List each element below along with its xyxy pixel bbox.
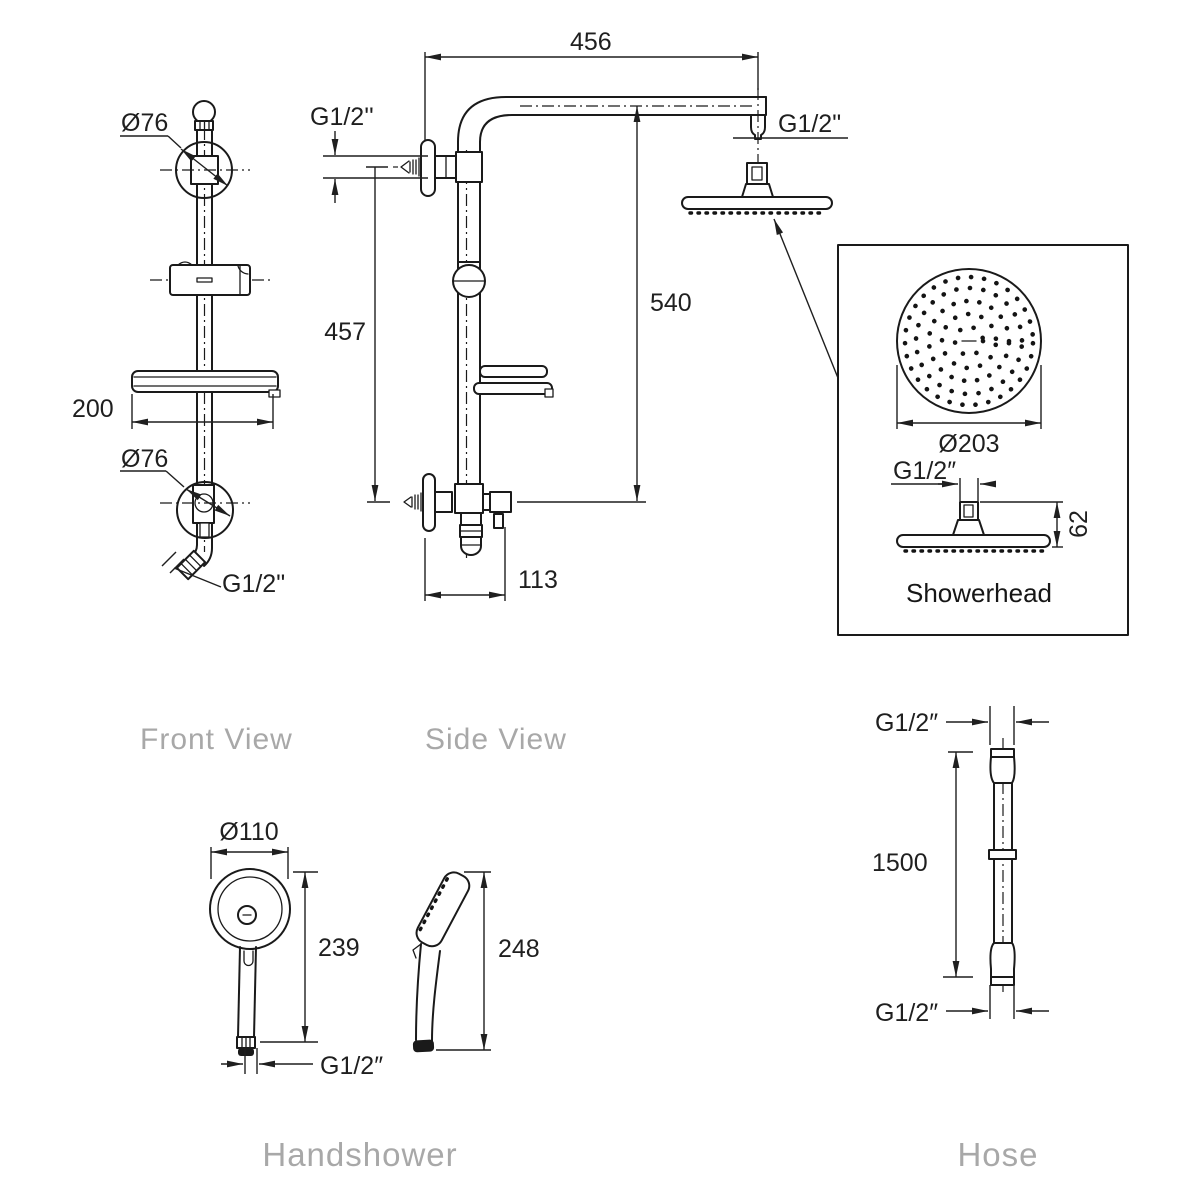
showerhead-height-label: 62 [1065, 510, 1093, 538]
hose-top-fitting [990, 748, 1015, 758]
diverter-assembly [403, 473, 512, 556]
wall-bracket-top-side [393, 139, 483, 197]
hose-mid-coupling [988, 849, 1017, 860]
hose-length-label: 1500 [872, 849, 928, 877]
handshower-caption: Handshower [262, 1136, 457, 1173]
rail-height-label: 457 [324, 318, 366, 346]
arm-length-label: 456 [570, 28, 612, 56]
hose-caption: Hose [957, 1136, 1038, 1173]
wall-thread-label: G1/2'' [310, 103, 374, 131]
handshower-front-height-label: 239 [318, 934, 360, 962]
front-dia-bottom-label: Ø76 [121, 445, 168, 473]
showerhead-caption: Showerhead [906, 578, 1052, 608]
showerhead-face [896, 268, 1042, 414]
hose-drawing: G1/2″ 1500 G1/2″ [872, 706, 1049, 1027]
handshower-diameter-label: Ø110 [219, 818, 278, 846]
side-view-title: Side View [425, 723, 567, 756]
hose-bottom-fitting [989, 942, 1016, 978]
showerhead-side-drawing [681, 162, 839, 379]
showerhead-diameter-label: Ø203 [938, 430, 999, 458]
showerhead-thread-label: G1/2″ [893, 457, 956, 485]
detail-box-frame [837, 244, 1129, 636]
soap-shelf [131, 370, 281, 398]
wall-mount-bottom [176, 481, 234, 539]
front-dia-top-label: Ø76 [121, 109, 168, 137]
soap-shelf-side [473, 365, 554, 398]
rail-top-knob [192, 100, 216, 124]
front-view-drawing: Ø76 Ø76 200 G1/2" Front View [72, 100, 293, 756]
slider-bracket [150, 261, 272, 296]
handshower-face [209, 868, 291, 950]
head-drop-label: 540 [650, 289, 692, 317]
side-view-drawing: 456 G1/2'' G1/2" 457 540 113 Side View [310, 28, 848, 756]
front-outlet-thread-label: G1/2" [222, 570, 285, 598]
hose-top-thread-label: G1/2″ [875, 709, 938, 737]
showerhead-detail-box: Ø203 G1/2″ 62 Showerhead [837, 244, 1129, 636]
rail-outlet-elbow [175, 537, 213, 581]
front-view-title: Front View [140, 723, 293, 756]
handshower-side-drawing: 248 [412, 871, 540, 1053]
pipe-ball-joint [452, 261, 486, 298]
handshower-side-height-label: 248 [498, 935, 540, 963]
arm-thread-label: G1/2" [778, 110, 841, 138]
handshower-head-side [415, 871, 471, 948]
outlet-offset-label: 113 [518, 566, 558, 594]
hose-bottom-thread-label: G1/2″ [875, 999, 938, 1027]
shower-column-pipe [457, 96, 767, 143]
handshower-front-drawing: Ø110 239 G1/2″ [209, 818, 383, 1080]
handshower-thread-label: G1/2″ [320, 1052, 383, 1080]
front-shelf-width-label: 200 [72, 395, 114, 423]
